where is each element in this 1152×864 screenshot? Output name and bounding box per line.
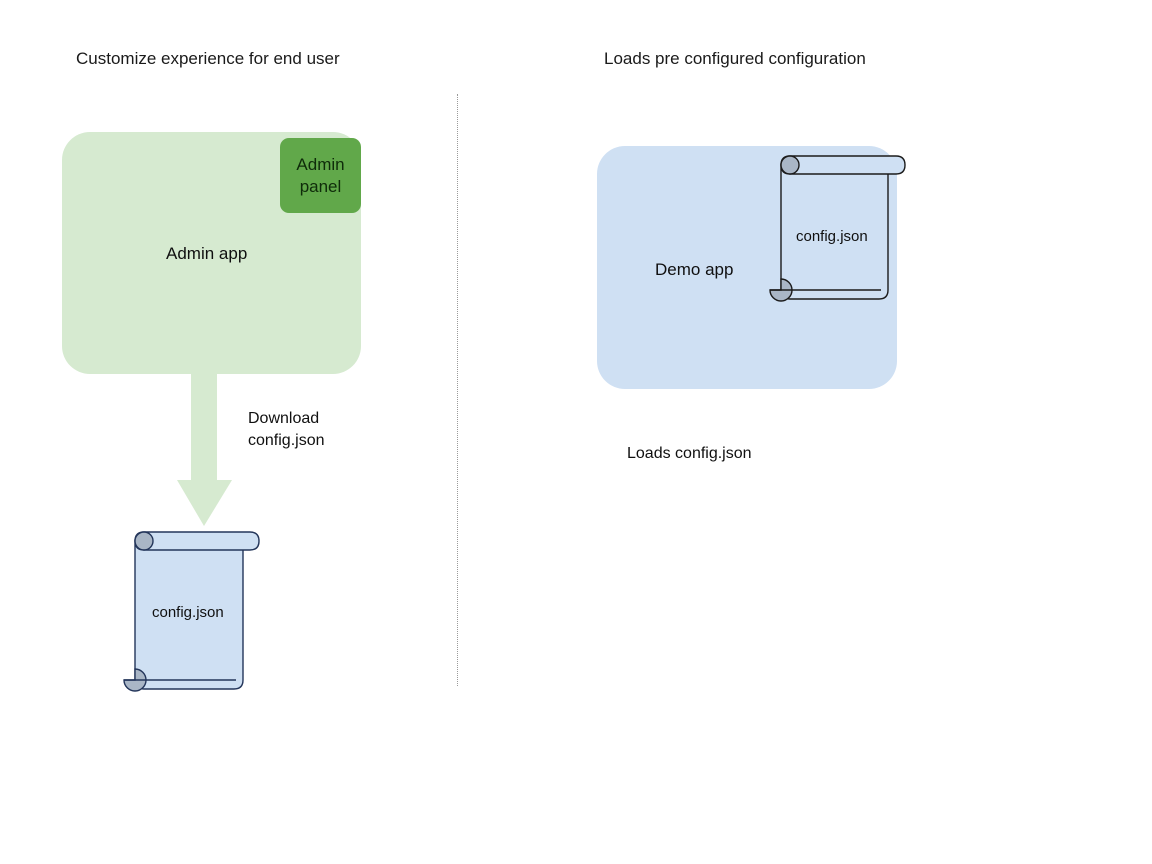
config-json-document-left[interactable]	[118, 528, 268, 693]
document-bottom-knob-right	[769, 278, 793, 302]
column-title-left: Customize experience for end user	[76, 49, 340, 68]
admin-panel-line-1: Admin	[296, 154, 345, 174]
column-divider	[457, 94, 458, 686]
document-top-knob-left	[134, 531, 154, 551]
loads-config-label: Loads config.json	[627, 445, 752, 462]
admin-app-label: Admin app	[166, 244, 248, 263]
demo-app-label: Demo app	[655, 260, 734, 279]
document-bottom-knob-left	[123, 668, 147, 692]
admin-panel-line-2: panel	[299, 176, 342, 196]
download-arrow	[176, 368, 234, 528]
download-edge-label-line-2: config.json	[248, 432, 325, 449]
admin-panel-chip[interactable]: Admin panel	[280, 138, 361, 213]
config-json-label-right: config.json	[796, 228, 868, 245]
admin-panel-chip-text: Admin panel	[296, 154, 344, 198]
column-title-right: Loads pre configured configuration	[604, 49, 866, 68]
download-edge-label: Download config.json	[248, 408, 325, 452]
config-json-document-right[interactable]	[769, 152, 914, 312]
download-edge-label-line-1: Download	[248, 410, 320, 427]
download-arrow-shape	[177, 368, 232, 526]
document-top-knob-right	[780, 155, 800, 175]
config-json-label-left: config.json	[152, 604, 224, 621]
